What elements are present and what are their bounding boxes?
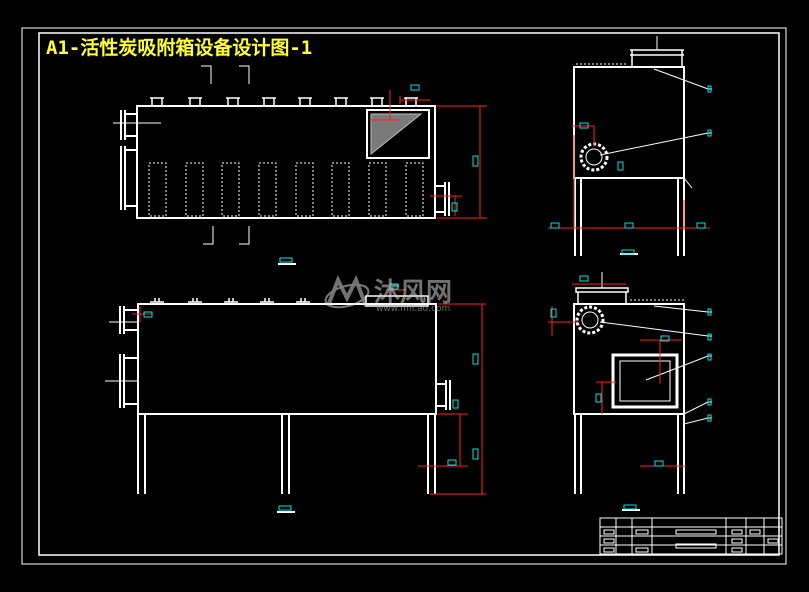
watermark: 沐风网 www.mfcad.com [322,272,492,322]
side-view-top [573,36,712,256]
watermark-url: www.mfcad.com [376,304,451,314]
front-view-bottom [105,295,451,513]
side-view-bottom-dimensions [548,283,686,467]
front-view-bottom-dimensions [132,289,486,495]
mf-logo-icon [324,275,370,309]
front-view-bottom-dim-text [143,283,479,511]
front-view-top [113,65,450,265]
side-view-bottom-dim-text [550,275,712,510]
side-view-bottom [573,272,712,511]
outer-frame [21,27,787,565]
side-view-top-dim-text [550,85,712,255]
drawing-title: A1-活性炭吸附箱设备设计图-1 [46,37,313,59]
front-view-top-dimensions [370,90,487,219]
watermark-brand: 沐风网 [374,278,453,308]
title-block [599,517,783,555]
inner-frame [38,32,780,556]
front-view-top-dim-text [279,84,479,263]
